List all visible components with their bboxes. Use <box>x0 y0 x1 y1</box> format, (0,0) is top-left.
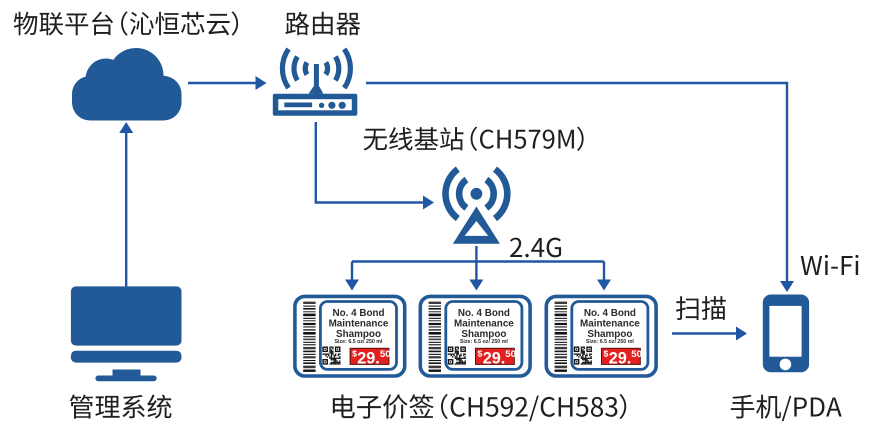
svg-text:Maintenance: Maintenance <box>454 318 514 329</box>
svg-text:$: $ <box>478 349 483 359</box>
svg-text:29.: 29. <box>357 349 380 367</box>
svg-text:50: 50 <box>380 349 391 360</box>
svg-text:Shampoo: Shampoo <box>461 329 506 340</box>
svg-text:Shampoo: Shampoo <box>587 329 632 340</box>
svg-text:Size: 6.5 oz/ 250 ml: Size: 6.5 oz/ 250 ml <box>586 339 635 345</box>
svg-text:No. 4 Bond: No. 4 Bond <box>332 308 384 319</box>
svg-text:$: $ <box>604 349 609 359</box>
svg-text:Size: 6.5 oz/ 250 ml: Size: 6.5 oz/ 250 ml <box>460 339 509 345</box>
svg-text:No. 4 Bond: No. 4 Bond <box>458 308 510 319</box>
svg-text:50: 50 <box>631 349 642 360</box>
svg-text:$: $ <box>352 349 357 359</box>
svg-text:No. 4 Bond: No. 4 Bond <box>584 308 636 319</box>
svg-text:Size: 6.5 oz/ 250 ml: Size: 6.5 oz/ 250 ml <box>335 339 384 345</box>
svg-text:Maintenance: Maintenance <box>329 318 389 329</box>
svg-text:29.: 29. <box>609 349 632 367</box>
svg-text:50: 50 <box>505 349 516 360</box>
svg-text:Shampoo: Shampoo <box>336 329 381 340</box>
svg-text:29.: 29. <box>483 349 506 367</box>
svg-text:Maintenance: Maintenance <box>580 318 640 329</box>
